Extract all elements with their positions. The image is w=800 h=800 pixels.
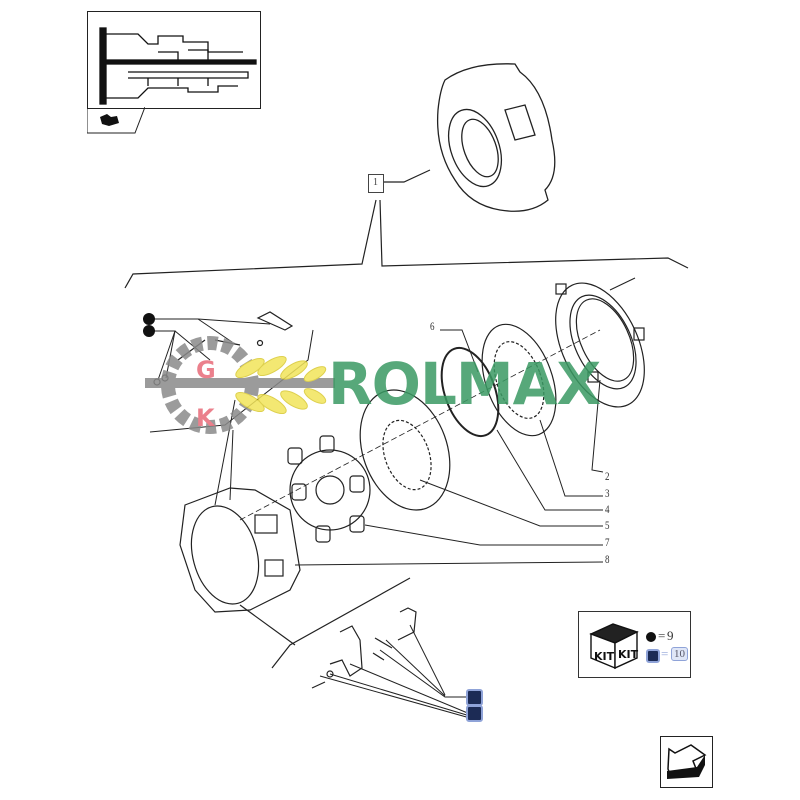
clutch-cover-drawing (179, 487, 301, 613)
svg-text:KIT: KIT (594, 650, 615, 663)
kit-legend: KIT KIT = 9 = 10 (578, 611, 691, 678)
o-ring-drawing (440, 346, 500, 438)
thumbnail-tab (87, 107, 145, 134)
watermark-brand-text: ROLMAX (328, 350, 601, 418)
kit-box-icon: KIT KIT (589, 623, 639, 670)
legend-square-symbol (646, 649, 660, 663)
legend-square-eq: = (661, 646, 669, 661)
friction-disc-drawing (481, 323, 557, 437)
svg-text:KIT: KIT (618, 648, 639, 661)
callout-2[interactable]: 2 (605, 469, 610, 483)
clutch-disc-drawing (287, 435, 371, 543)
next-page-button[interactable] (660, 736, 713, 788)
kit-10-marker-square[interactable] (466, 705, 483, 722)
watermark-logo: G K (145, 336, 335, 434)
reference-box[interactable]: 1 (368, 174, 384, 193)
callout-8[interactable]: 8 (605, 552, 610, 566)
legend-dot-symbol (646, 632, 656, 642)
callout-3[interactable]: 3 (605, 486, 610, 500)
transmission-cross-section-icon (99, 27, 257, 105)
intermediate-plate-drawing (359, 389, 451, 511)
legend-square-value: 10 (671, 647, 688, 661)
legend-dot-value: 9 (667, 628, 674, 643)
kit-9-marker-dot[interactable] (143, 313, 155, 325)
legend-dot-eq: = (658, 628, 666, 643)
overview-thumbnail[interactable] (87, 11, 261, 109)
lower-lever-parts-drawing (311, 607, 417, 689)
pressure-plate-drawing (555, 282, 645, 408)
kit-9-marker-dot[interactable] (143, 325, 155, 337)
callout-7[interactable]: 7 (605, 535, 610, 549)
callout-5[interactable]: 5 (605, 518, 610, 532)
kit-10-marker-square[interactable] (466, 689, 483, 706)
clutch-assembly-drawing (436, 63, 556, 212)
watermark-letter-k: K (196, 404, 216, 432)
callout-6[interactable]: 6 (430, 319, 435, 333)
go-to-arrow-icon (100, 114, 119, 126)
callout-4[interactable]: 4 (605, 502, 610, 516)
next-page-arrow-icon (667, 744, 707, 779)
watermark-letter-g: G (196, 356, 216, 384)
